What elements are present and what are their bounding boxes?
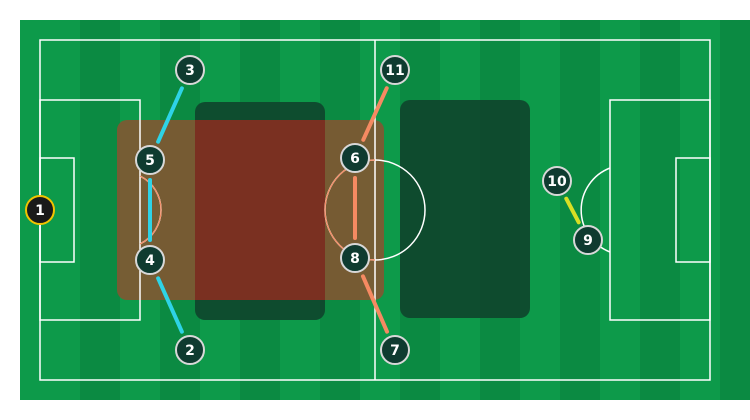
player-4[interactable]: 4	[135, 245, 165, 275]
goal-area-right	[675, 157, 711, 263]
zone-shadow-right	[400, 100, 530, 318]
player-7[interactable]: 7	[380, 335, 410, 365]
player-6[interactable]: 6	[340, 143, 370, 173]
player-marker	[175, 335, 205, 365]
link-p8-p7	[360, 274, 390, 334]
player-marker	[175, 55, 205, 85]
player-number: 2	[185, 343, 195, 359]
player-number: 5	[145, 153, 155, 169]
pitch-stripe	[640, 20, 680, 400]
player-links	[148, 86, 581, 334]
player-marker	[380, 55, 410, 85]
link-p11-p6	[361, 86, 389, 142]
player-number: 6	[350, 151, 360, 167]
player-marker	[135, 145, 165, 175]
player-number: 11	[385, 63, 404, 79]
player-2[interactable]: 2	[175, 335, 205, 365]
player-1[interactable]: 1	[25, 195, 55, 225]
link-p4-p2	[156, 276, 184, 334]
players-layer: 1 2 3 4 5 6 7 8 9 10 11	[25, 55, 603, 365]
pitch-stripe	[720, 20, 750, 400]
player-3[interactable]: 3	[175, 55, 205, 85]
player-number: 7	[390, 343, 400, 359]
player-11[interactable]: 11	[380, 55, 410, 85]
zone-red	[195, 120, 325, 300]
pitch-stripe	[80, 20, 120, 400]
player-number: 9	[583, 233, 593, 249]
link-p3-p5	[156, 86, 184, 144]
player-8[interactable]: 8	[340, 243, 370, 273]
player-number: 10	[547, 174, 567, 190]
player-marker	[573, 225, 603, 255]
player-number: 4	[145, 253, 155, 269]
player-marker	[25, 195, 55, 225]
player-number: 1	[35, 203, 45, 219]
player-marker	[340, 243, 370, 273]
player-number: 8	[350, 251, 360, 267]
player-marker	[135, 245, 165, 275]
player-marker	[542, 166, 572, 196]
player-marker	[340, 143, 370, 173]
player-number: 3	[185, 63, 195, 79]
pitch-stripe	[560, 20, 600, 400]
link-p10-p9	[564, 196, 581, 225]
player-10[interactable]: 10	[542, 166, 572, 196]
player-9[interactable]: 9	[573, 225, 603, 255]
player-marker	[380, 335, 410, 365]
player-5[interactable]: 5	[135, 145, 165, 175]
